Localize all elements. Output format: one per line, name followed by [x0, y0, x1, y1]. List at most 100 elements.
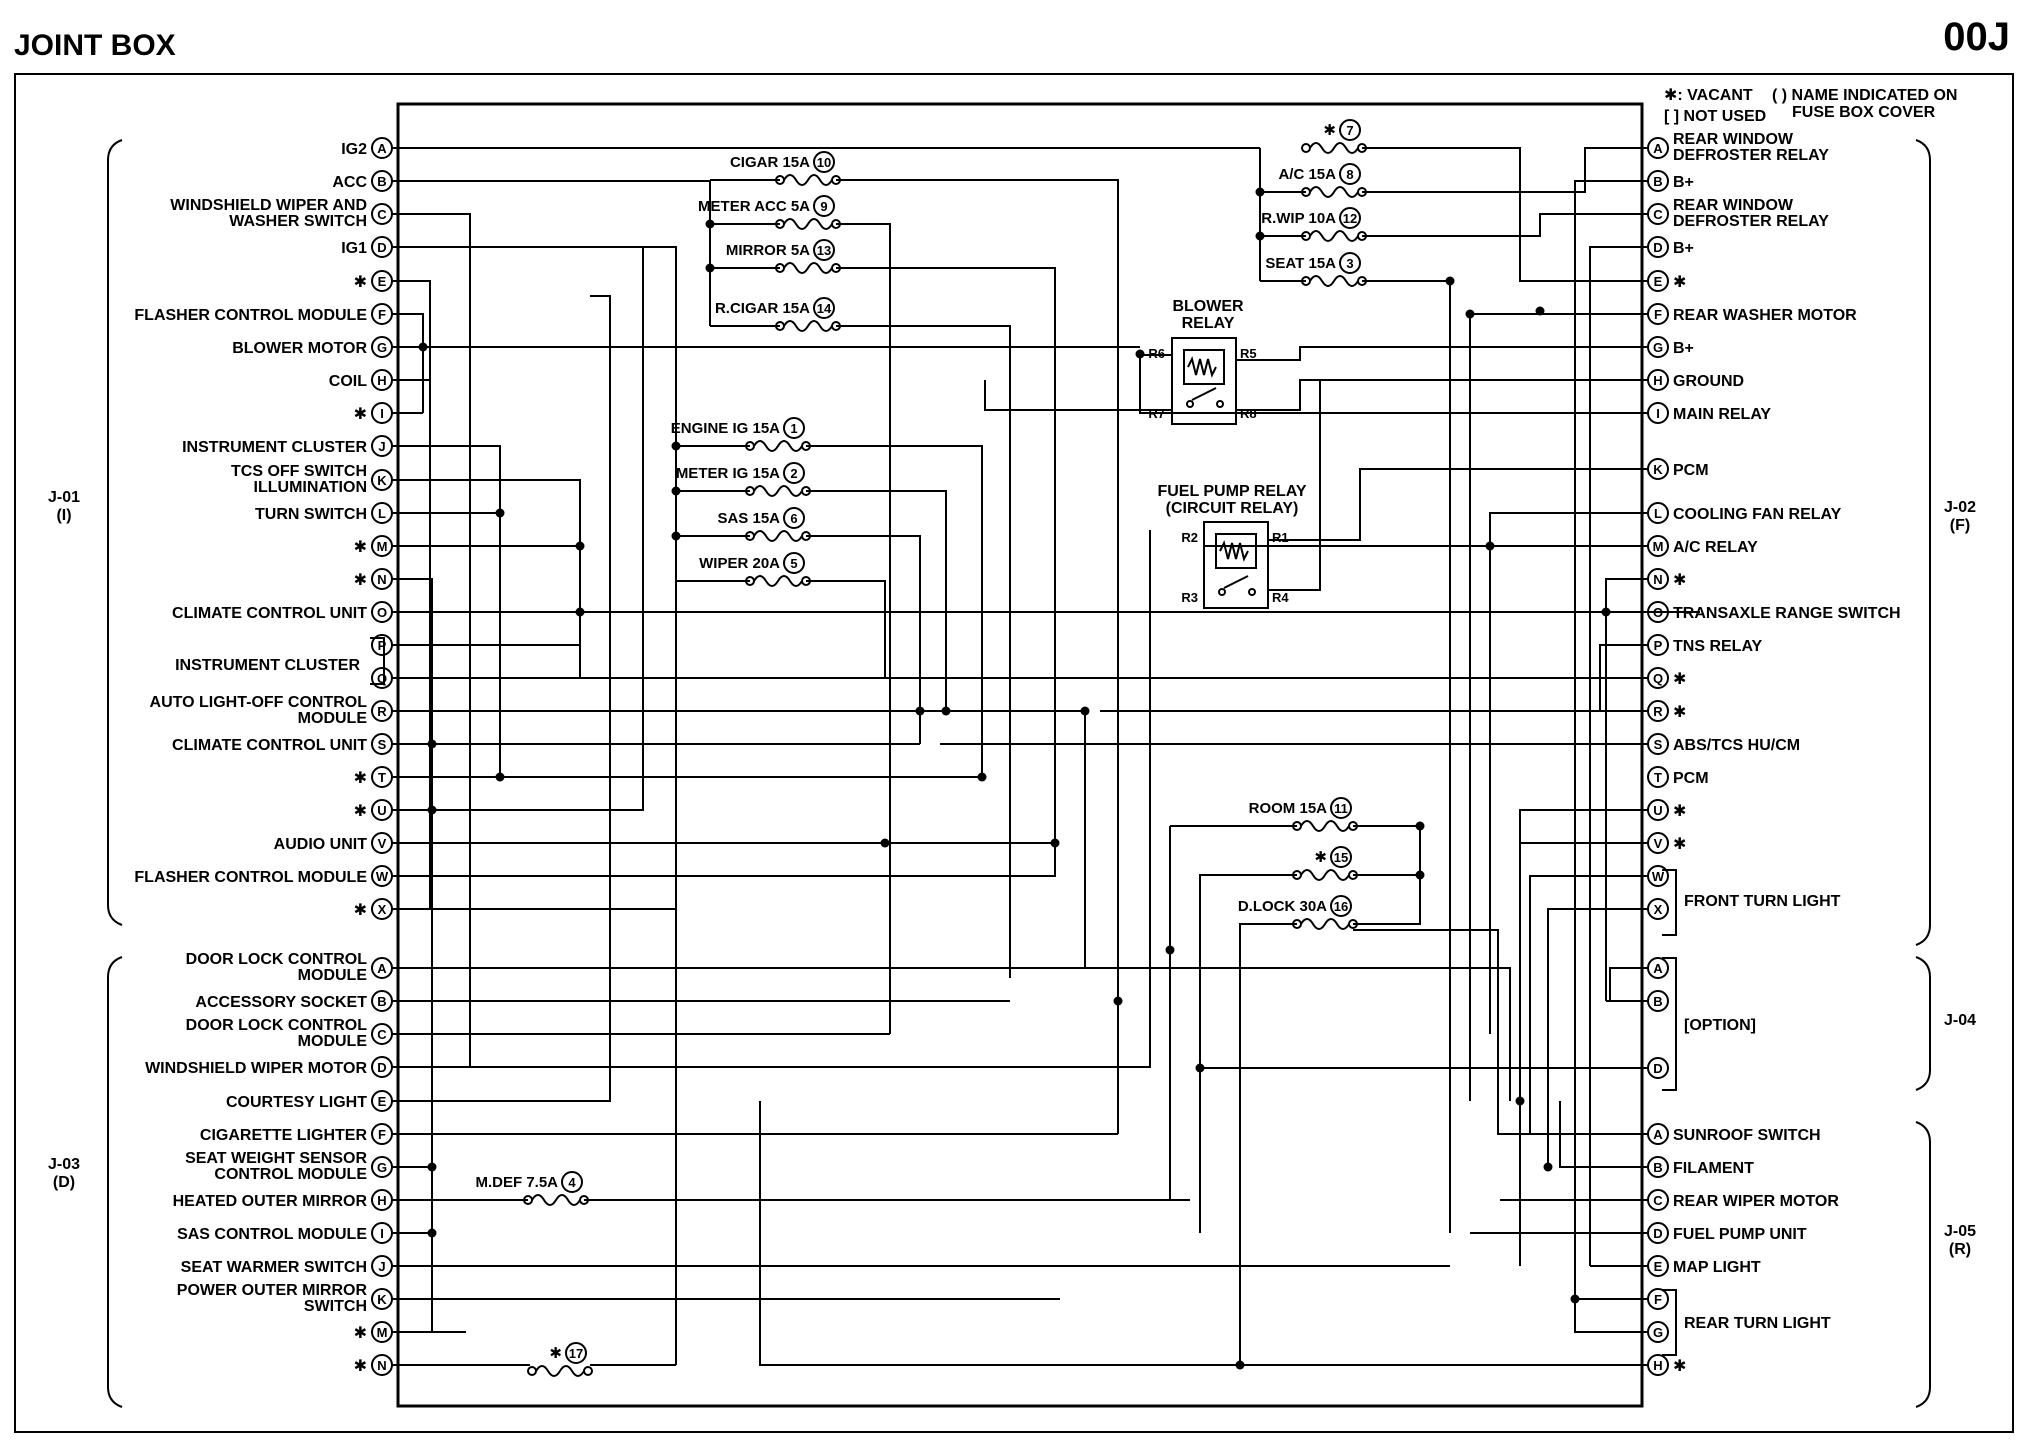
- pin-label: B+: [1673, 174, 1694, 191]
- pin-letter: R: [377, 704, 387, 719]
- wire: [1469, 313, 1648, 1101]
- pin-letter: N: [377, 1358, 386, 1373]
- fuse-number: 6: [790, 511, 797, 526]
- pin-label: PCM: [1673, 770, 1709, 787]
- wire: [392, 967, 1511, 1101]
- fuse-number: 11: [1334, 801, 1348, 816]
- left-pin: U✱: [354, 799, 393, 821]
- fuse-number: 2: [790, 466, 797, 481]
- pin-label: COIL: [329, 373, 367, 390]
- pin-letter: O: [377, 605, 387, 620]
- fuse-element: [783, 320, 833, 332]
- pin-circle: [371, 832, 393, 854]
- wire: [1519, 809, 1648, 1266]
- junction-dot: [495, 772, 505, 782]
- junction-dot: [1415, 870, 1425, 880]
- fuel-pump-relay: FUEL PUMP RELAY (CIRCUIT RELAY) R2 R1 R3…: [1157, 483, 1307, 609]
- pin-letter: L: [1654, 506, 1662, 521]
- right-pin: E✱: [1647, 270, 1686, 292]
- wire: [1236, 346, 1648, 361]
- pin-letter: J: [378, 439, 385, 454]
- fuse-name: R.CIGAR 15A: [715, 300, 810, 317]
- wire: [1574, 180, 1648, 1299]
- pin-circle: [1647, 601, 1669, 623]
- pin-letter: I: [1656, 406, 1660, 421]
- fuse-name: ✱: [549, 1345, 562, 1362]
- fuse-number-circle: [783, 552, 805, 574]
- fuse-number: 16: [1334, 899, 1348, 914]
- pin-label: CLIMATE CONTROL UNIT: [172, 737, 367, 754]
- pin-circle: [1647, 170, 1669, 192]
- pin-letter: V: [1654, 836, 1663, 851]
- fuse-number-circle: [1330, 895, 1352, 917]
- fuse-number: 1: [790, 421, 797, 436]
- junction-dot: [427, 1162, 437, 1172]
- left-pin: T✱: [354, 766, 393, 788]
- pin-letter: B: [377, 994, 386, 1009]
- left-pin: Q: [371, 667, 393, 689]
- pin-letter: N: [1653, 572, 1662, 587]
- pin-label: BLOWER MOTOR: [232, 340, 367, 357]
- fuse-number-circle: [783, 417, 805, 439]
- pin-circle: [1647, 203, 1669, 225]
- pin-circle: [371, 990, 393, 1012]
- wire: [836, 325, 1011, 978]
- fuse-number-circle: [1330, 846, 1352, 868]
- pin-label: ✱: [354, 406, 367, 423]
- pin-label: MODULE: [298, 967, 368, 984]
- junction-dot: [915, 706, 925, 716]
- pin-circle: [371, 137, 393, 159]
- fuse-number: 13: [817, 243, 831, 258]
- pin-circle: [1647, 1156, 1669, 1178]
- fuse-element: [1300, 918, 1350, 930]
- junction-dot: [1050, 838, 1060, 848]
- pin-circle: [371, 203, 393, 225]
- wire: [836, 267, 1056, 843]
- right-pin: A: [1647, 957, 1669, 979]
- fuse-number: 10: [817, 155, 831, 170]
- pin-circle: [1647, 137, 1669, 159]
- pin-letter: G: [1653, 1325, 1663, 1340]
- pin-label: FLASHER CONTROL MODULE: [134, 307, 367, 324]
- pin-letter: S: [378, 737, 387, 752]
- pin-circle: [371, 535, 393, 557]
- pin-letter: I: [380, 1226, 384, 1241]
- wire: [1529, 875, 1648, 1134]
- pin-letter: H: [377, 373, 386, 388]
- fuse: ✱17: [527, 1342, 593, 1377]
- pin-circle: [371, 898, 393, 920]
- fuse-number-circle: [1339, 119, 1361, 141]
- pin-circle: [1647, 568, 1669, 590]
- pin-label: ✱: [354, 1358, 367, 1375]
- fuse-element: [1309, 142, 1359, 154]
- fuel-relay-r2: R2: [1181, 530, 1198, 545]
- legend: ✱: VACANT [ ] NOT USED ( ) NAME INDICATE…: [1664, 87, 1957, 125]
- wire: [1559, 1101, 1648, 1168]
- pin-letter: M: [377, 1325, 388, 1340]
- pin-letter: Q: [1653, 671, 1663, 686]
- pin-letter: S: [1654, 737, 1663, 752]
- connector-j01-code: (I): [56, 507, 71, 524]
- fuse-element: [1300, 869, 1350, 881]
- junction-dot: [495, 508, 505, 518]
- pin-letter: B: [377, 174, 386, 189]
- pin-label: DEFROSTER RELAY: [1673, 213, 1829, 230]
- wire: [1268, 468, 1648, 541]
- pin-label: ✱: [354, 902, 367, 919]
- fuse-number-circle: [565, 1342, 587, 1364]
- pin-letter: F: [378, 1127, 386, 1142]
- pin-circle: [371, 1056, 393, 1078]
- pin-label: FLASHER CONTROL MODULE: [134, 869, 367, 886]
- pin-label: A/C RELAY: [1673, 539, 1758, 556]
- pin-label: ✱: [1673, 803, 1686, 820]
- fuse-number-circle: [813, 239, 835, 261]
